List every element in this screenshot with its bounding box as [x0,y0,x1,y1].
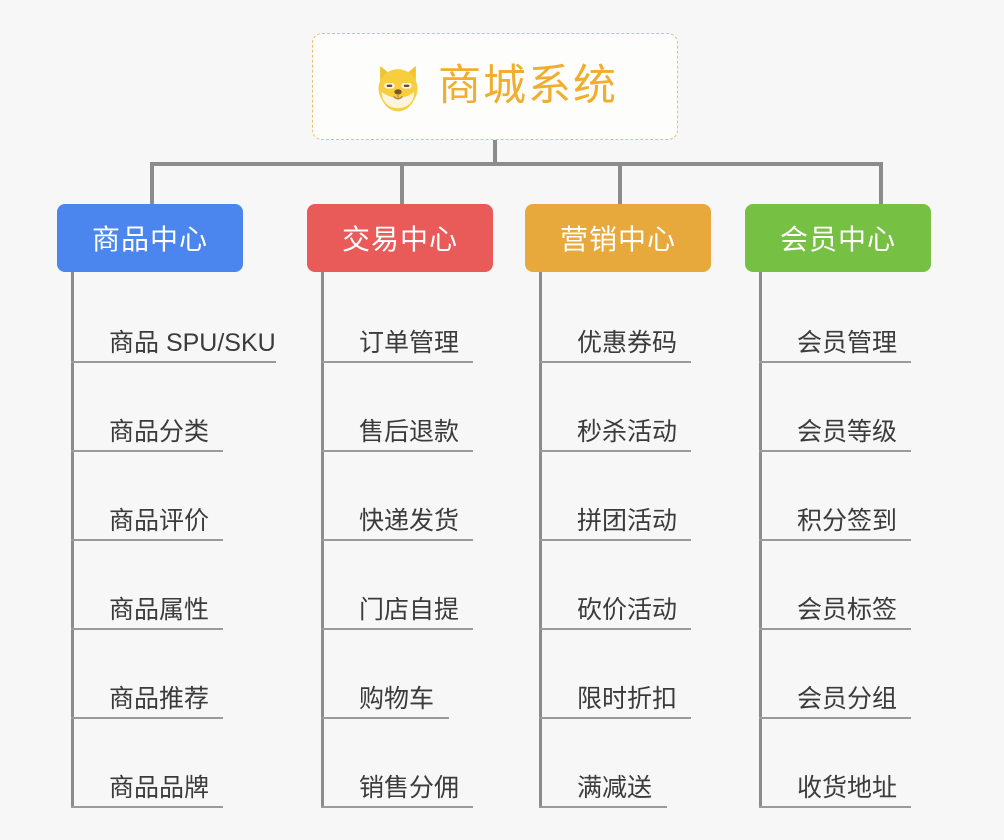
branch-header-label: 交易中心 [341,224,458,255]
leaf-underline [71,628,223,630]
connector-horizontal-bus [150,162,883,166]
leaf-label: 积分签到 [797,506,898,535]
leaf-item[interactable]: 积分签到 [759,452,975,541]
leaf-label: 商品分类 [109,417,210,446]
branch-header-label: 商品中心 [91,224,208,255]
connector-root-stem [493,140,497,165]
leaf-underline [759,450,911,452]
leaf-underline [321,628,473,630]
leaf-item[interactable]: 购物车 [321,630,537,719]
leaf-label: 商品属性 [109,595,210,624]
leaf-underline [321,539,473,541]
leaf-item[interactable]: 收货地址 [759,719,975,808]
leaf-item[interactable]: 会员分组 [759,630,975,719]
root-node-商城系统[interactable]: 商城系统 [312,33,678,140]
leaf-item[interactable]: 砍价活动 [539,541,755,630]
leaf-label: 会员等级 [797,417,898,446]
branch-header-营销中心[interactable]: 营销中心 [525,204,711,272]
leaf-item[interactable]: 快递发货 [321,452,537,541]
leaf-item[interactable]: 商品评价 [71,452,307,541]
branch-header-label: 营销中心 [559,224,676,255]
leaf-label: 商品评价 [109,506,210,535]
leaf-item[interactable]: 会员管理 [759,274,975,363]
connector-drop-4 [879,162,883,206]
branch-header-商品中心[interactable]: 商品中心 [57,204,243,272]
leaf-item[interactable]: 商品品牌 [71,719,307,808]
leaf-label: 会员管理 [797,328,898,357]
leaf-label: 商品品牌 [109,773,210,802]
branch-header-交易中心[interactable]: 交易中心 [307,204,493,272]
leaf-item[interactable]: 销售分佣 [321,719,537,808]
root-node-label: 商城系统 [438,62,618,110]
leaf-label: 会员分组 [797,684,898,713]
leaf-underline [539,717,691,719]
leaf-item[interactable]: 门店自提 [321,541,537,630]
connector-drop-2 [400,162,404,206]
leaf-underline [321,450,473,452]
leaf-underline [759,361,911,363]
leaf-item[interactable]: 商品分类 [71,363,307,452]
connector-drop-3 [618,162,622,206]
leaf-underline [539,806,667,808]
branch-items-商品中心: 商品 SPU/SKU 商品分类 商品评价 商品属性 商品推荐 商品品牌 [71,272,307,808]
leaf-item[interactable]: 限时折扣 [539,630,755,719]
leaf-underline [539,628,691,630]
leaf-underline [71,539,223,541]
leaf-label: 砍价活动 [577,595,678,624]
leaf-item[interactable]: 商品 SPU/SKU [71,274,307,363]
leaf-item[interactable]: 满减送 [539,719,755,808]
leaf-item[interactable]: 会员标签 [759,541,975,630]
connector-drop-1 [150,162,154,206]
leaf-underline [71,717,223,719]
leaf-item[interactable]: 优惠券码 [539,274,755,363]
leaf-item[interactable]: 售后退款 [321,363,537,452]
leaf-label: 限时折扣 [577,684,678,713]
branch-items-营销中心: 优惠券码 秒杀活动 拼团活动 砍价活动 限时折扣 满减送 [539,272,755,808]
leaf-label: 快递发货 [359,506,460,535]
leaf-label: 订单管理 [359,328,460,357]
branch-交易中心: 交易中心 订单管理 售后退款 快递发货 门店自提 购物车 [307,204,537,808]
leaf-underline [321,806,473,808]
leaf-underline [759,806,911,808]
branch-items-会员中心: 会员管理 会员等级 积分签到 会员标签 会员分组 收货地址 [759,272,975,808]
leaf-item[interactable]: 拼团活动 [539,452,755,541]
leaf-underline [759,628,911,630]
leaf-label: 商品 SPU/SKU [109,328,276,357]
leaf-item[interactable]: 会员等级 [759,363,975,452]
leaf-underline [759,717,911,719]
leaf-label: 门店自提 [359,595,460,624]
shiba-dog-face-icon [372,61,424,113]
leaf-underline [539,361,691,363]
leaf-underline [71,361,276,363]
leaf-item[interactable]: 订单管理 [321,274,537,363]
leaf-item[interactable]: 商品属性 [71,541,307,630]
leaf-label: 优惠券码 [577,328,678,357]
branch-会员中心: 会员中心 会员管理 会员等级 积分签到 会员标签 会员分组 [745,204,975,808]
branch-营销中心: 营销中心 优惠券码 秒杀活动 拼团活动 砍价活动 限时折扣 [525,204,755,808]
leaf-label: 商品推荐 [109,684,210,713]
leaf-underline [759,539,911,541]
branch-header-会员中心[interactable]: 会员中心 [745,204,931,272]
leaf-underline [539,450,691,452]
leaf-label: 销售分佣 [359,773,460,802]
leaf-label: 购物车 [359,684,435,713]
leaf-label: 售后退款 [359,417,460,446]
leaf-underline [71,806,223,808]
leaf-underline [71,450,223,452]
leaf-item[interactable]: 商品推荐 [71,630,307,719]
branch-items-交易中心: 订单管理 售后退款 快递发货 门店自提 购物车 销售分佣 [321,272,537,808]
leaf-label: 满减送 [577,773,653,802]
leaf-label: 收货地址 [797,773,898,802]
branch-商品中心: 商品中心 商品 SPU/SKU 商品分类 商品评价 商品属性 商品推荐 [57,204,307,808]
leaf-underline [321,717,449,719]
leaf-label: 会员标签 [797,595,898,624]
leaf-underline [321,361,473,363]
branch-header-label: 会员中心 [779,224,896,255]
leaf-label: 拼团活动 [577,506,678,535]
leaf-underline [539,539,691,541]
leaf-item[interactable]: 秒杀活动 [539,363,755,452]
leaf-label: 秒杀活动 [577,417,678,446]
